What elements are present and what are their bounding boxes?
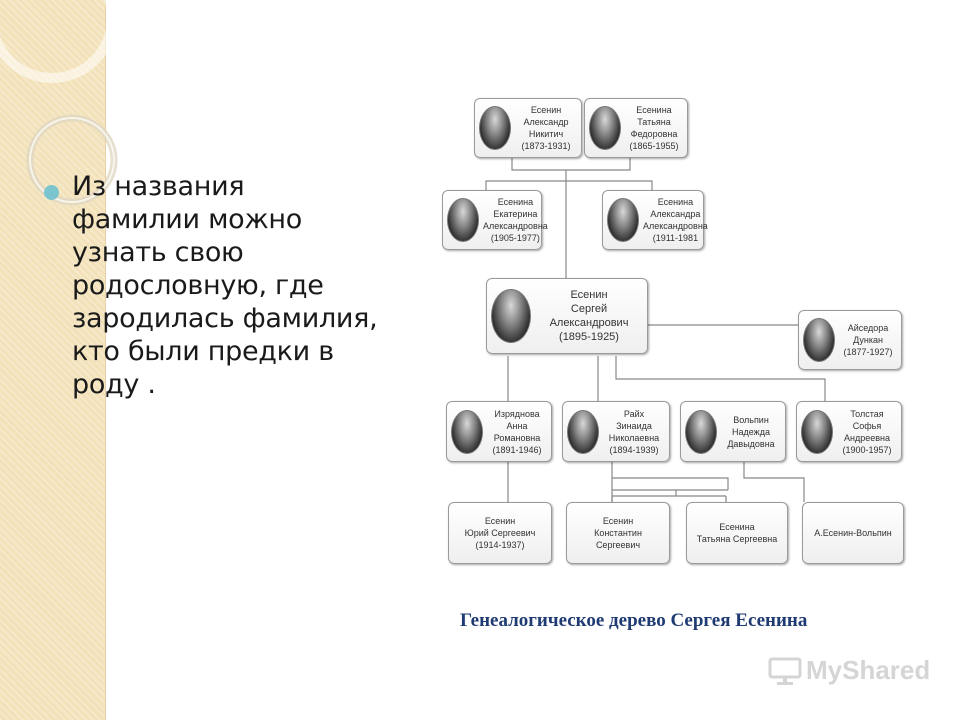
node-text: Александра: [650, 209, 701, 219]
node-text: Есенин: [484, 516, 516, 526]
portrait-photo: [451, 409, 483, 454]
portrait-photo: [685, 409, 717, 454]
node-text: (1895-1925): [559, 331, 619, 343]
diagram-caption: Генеалогическое дерево Сергея Есенина: [460, 610, 808, 631]
family-tree-diagram: Есенин Александр Никитич (1873-1931) Есе…: [436, 92, 914, 572]
node-text: Есенин: [602, 516, 634, 526]
node-text: Екатерина: [493, 209, 538, 219]
node-text: Татьяна Сергеевна: [696, 534, 778, 544]
portrait-photo: [447, 198, 479, 242]
portrait-photo: [607, 198, 639, 242]
node-text: Есенина: [497, 197, 534, 207]
node-konstantin: Есенин Константин Сергеевич: [566, 502, 670, 564]
node-text: (1900-1957): [842, 444, 892, 455]
node-text: Зинаида Николаевна: [608, 420, 660, 443]
node-text: Константин Сергеевич: [594, 528, 642, 550]
node-text: Есенина: [636, 105, 672, 115]
node-isadora-duncan: Айседора Дункан (1877-1927): [798, 310, 902, 370]
node-sergey-esenin: Есенин Сергей Александрович (1895-1925): [486, 278, 648, 354]
portrait-photo: [803, 318, 835, 362]
bullet-dot-icon: [44, 185, 59, 200]
myshared-logo[interactable]: MyShared: [768, 655, 930, 686]
node-tolstaya: Толстая Софья Андреевна (1900-1957): [796, 401, 902, 462]
node-esenin-volpin: А.Есенин-Вольпин: [802, 502, 904, 564]
portrait-photo: [567, 409, 599, 454]
node-text: (1894-1939): [609, 444, 659, 455]
node-text: Изряднова: [494, 408, 540, 419]
node-text: (1891-1946): [492, 444, 542, 455]
logo-text: MyShared: [806, 655, 931, 685]
node-text: Айседора: [847, 323, 889, 333]
node-text: Есенин: [530, 105, 562, 115]
node-text: Александр Никитич: [523, 117, 569, 139]
node-text: Райх: [623, 408, 645, 419]
node-text: Вольпин: [733, 414, 769, 425]
node-text: (1877-1927): [843, 347, 893, 357]
node-text: Сергей Александрович: [549, 303, 629, 329]
node-text: Есенина: [719, 522, 755, 532]
node-yuri: Есенин Юрий Сергеевич (1914-1937): [448, 502, 552, 564]
node-text: (1914-1937): [475, 540, 525, 550]
bullet-text: Из названия фамилии можно узнать свою ро…: [72, 171, 378, 400]
node-text: Надежда: [732, 426, 770, 437]
node-text: (1873-1931): [521, 141, 571, 151]
node-text: Давыдовна: [727, 438, 775, 449]
node-text: Анна Романовна: [493, 420, 541, 443]
decorative-rings: [0, 0, 118, 206]
node-text: (1911-1981: [652, 233, 699, 243]
node-sister-ekaterina: Есенина Екатерина Александровна (1905-19…: [442, 190, 548, 250]
projector-screen-icon: [768, 657, 802, 685]
portrait-photo: [491, 289, 531, 343]
node-text: Толстая: [850, 408, 884, 419]
node-text: А.Есенин-Вольпин: [814, 528, 892, 538]
node-text: Софья Андреевна: [844, 420, 890, 443]
bullet-list: Из названия фамилии можно узнать свою ро…: [40, 170, 380, 401]
node-izryadnova: Изряднова Анна Романовна (1891-1946): [446, 401, 552, 462]
portrait-photo: [589, 106, 621, 150]
node-tatyana: Есенина Татьяна Сергеевна: [686, 502, 788, 564]
portrait-photo: [479, 106, 511, 150]
node-text: Александровна: [483, 221, 548, 231]
node-text: Александровна: [643, 221, 708, 231]
node-text: Есенина: [657, 197, 694, 207]
node-text: (1905-1977): [490, 233, 540, 243]
node-raikh: Райх Зинаида Николаевна (1894-1939): [562, 401, 670, 462]
node-text: Есенин: [570, 289, 608, 301]
node-text: Татьяна Федоровна: [630, 117, 678, 139]
node-father: Есенин Александр Никитич (1873-1931): [474, 98, 582, 158]
node-text: Дункан: [853, 335, 883, 345]
portrait-photo: [801, 409, 833, 454]
node-text: Юрий Сергеевич: [464, 528, 536, 538]
node-text: (1865-1955): [629, 141, 679, 151]
node-mother: Есенина Татьяна Федоровна (1865-1955): [584, 98, 688, 158]
node-sister-aleksandra: Есенина Александра Александровна (1911-1…: [602, 190, 708, 250]
node-volpin: Вольпин Надежда Давыдовна: [680, 401, 786, 462]
